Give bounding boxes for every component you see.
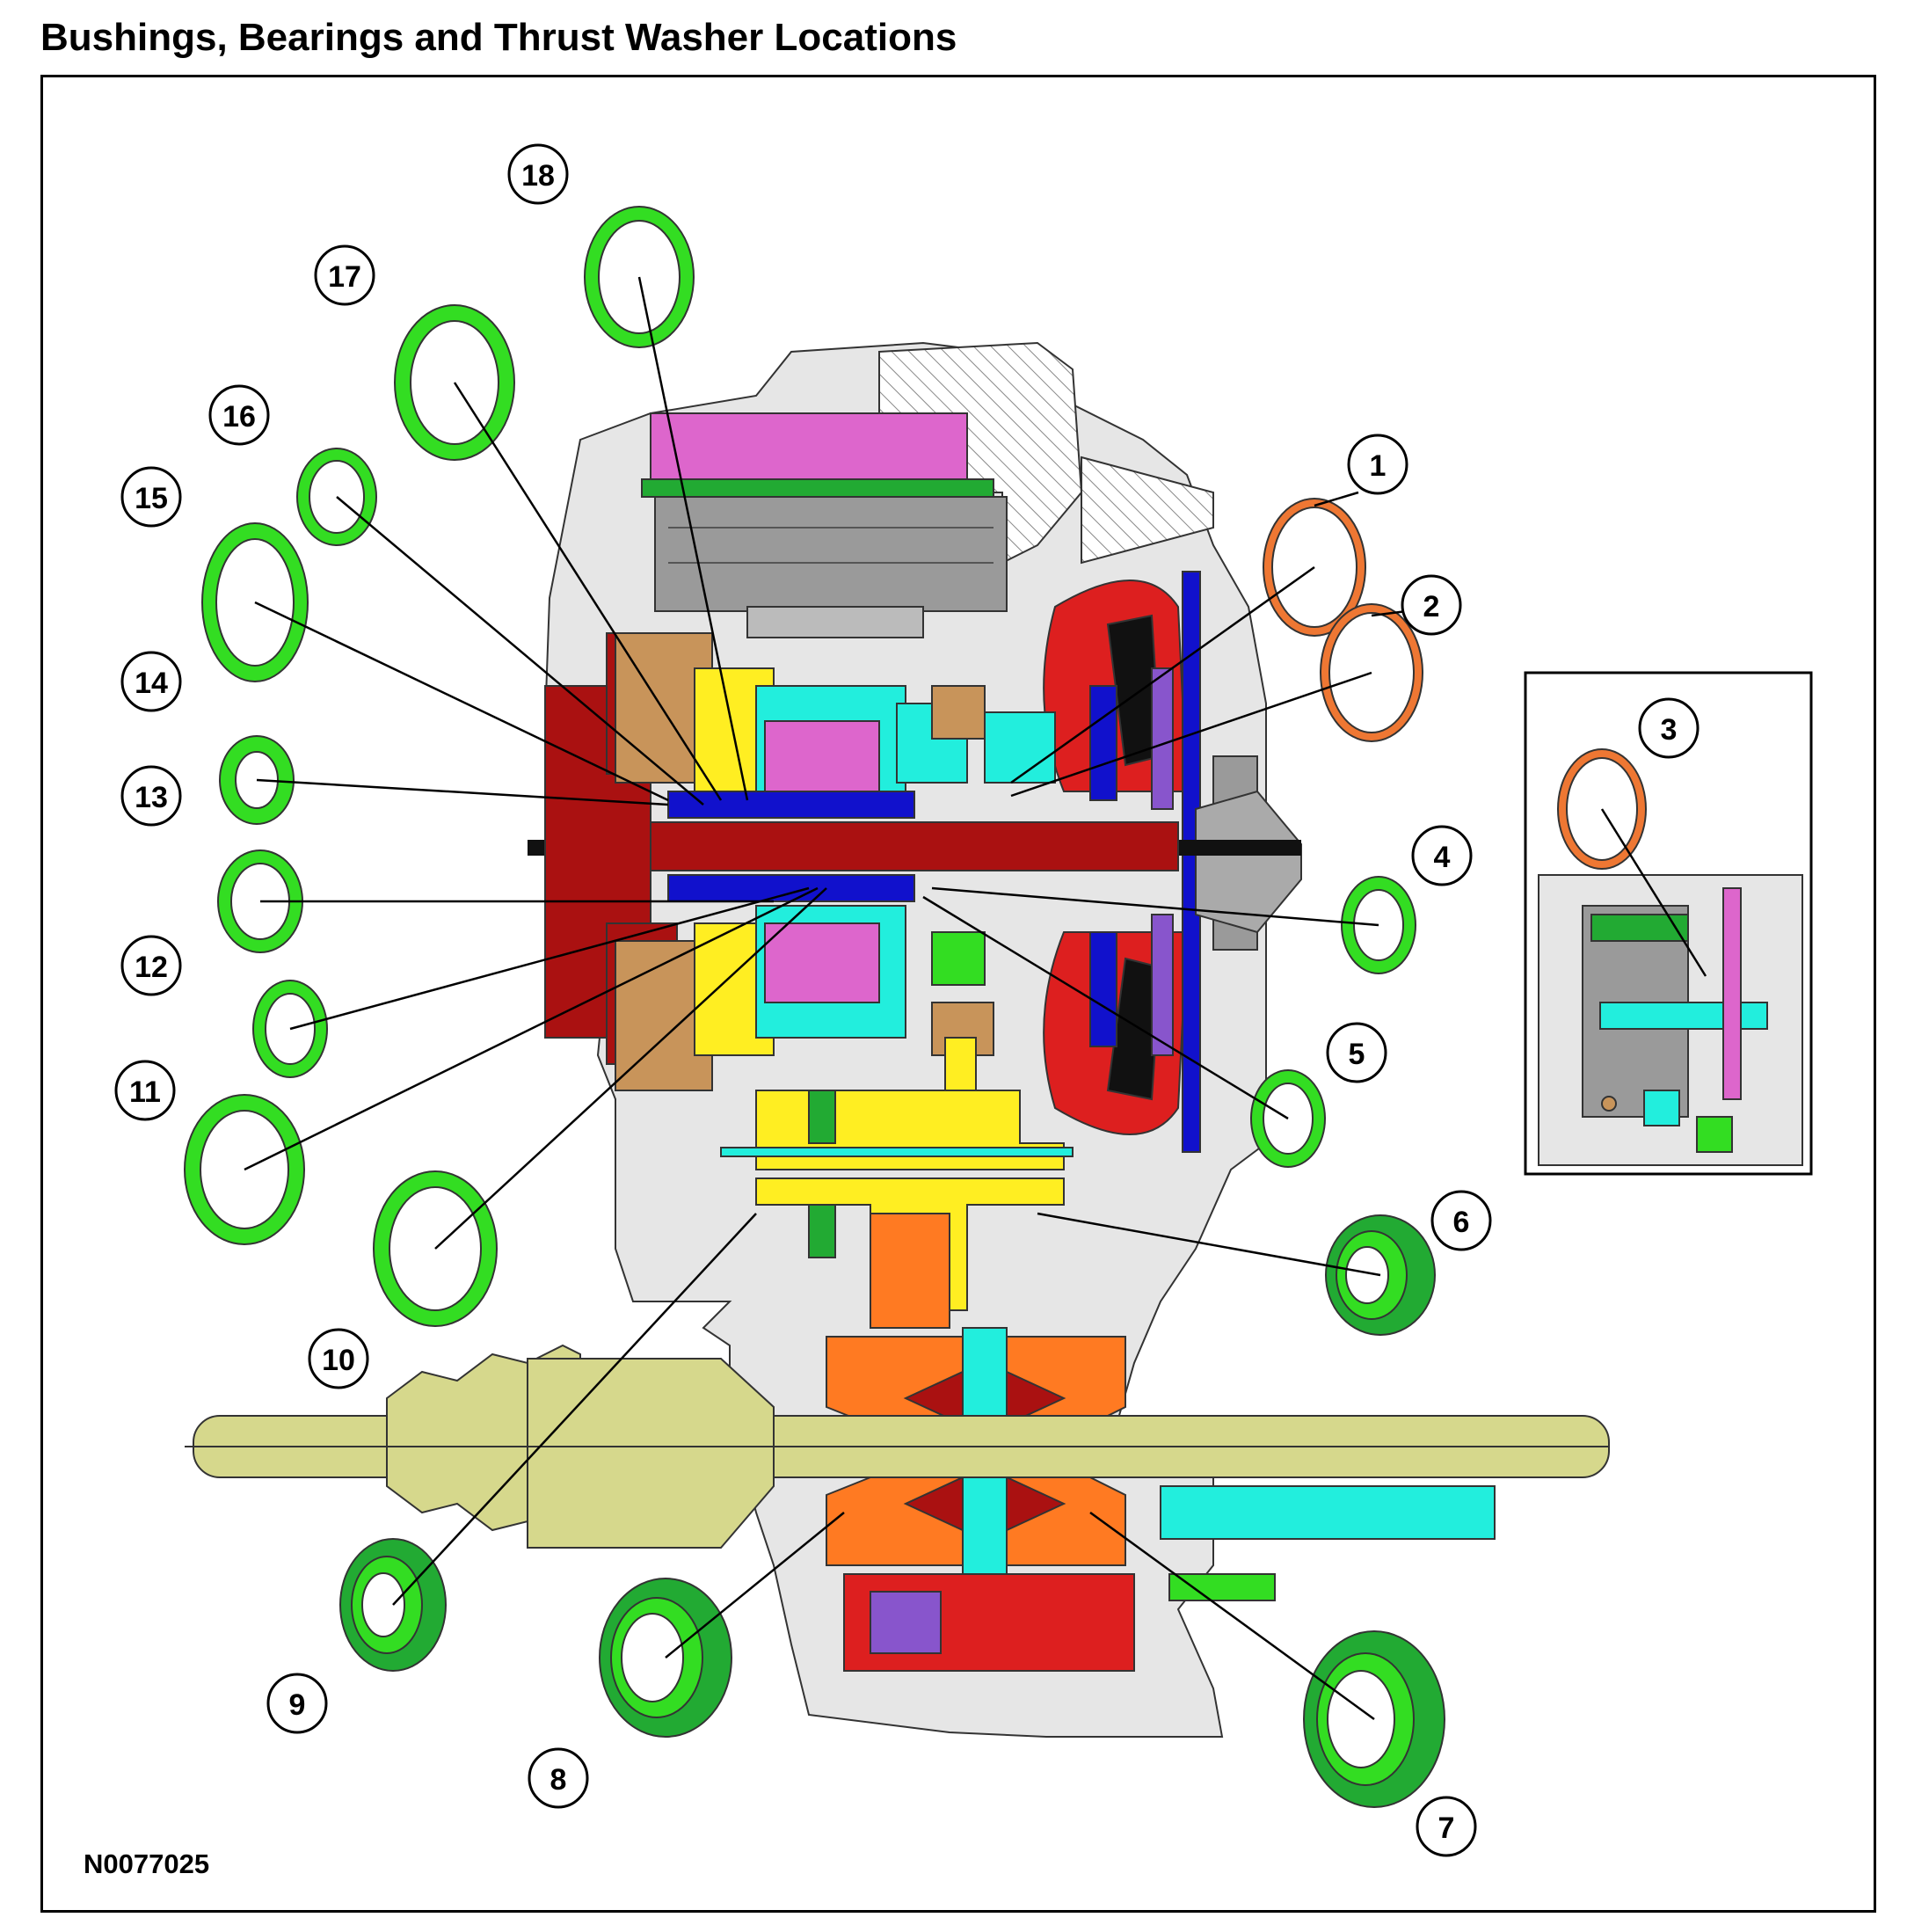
thrust-bearing-18 <box>584 206 695 348</box>
transfer-gear-assembly <box>720 1090 1074 1329</box>
svg-text:1: 1 <box>1370 449 1387 483</box>
callout-5: 5 <box>1326 1022 1387 1083</box>
half-shaft <box>185 1344 1610 1601</box>
figure-id: N0077025 <box>84 1848 210 1879</box>
callout-14: 14 <box>120 651 182 712</box>
callout-15: 15 <box>120 466 182 528</box>
svg-text:8: 8 <box>550 1763 567 1797</box>
svg-text:10: 10 <box>322 1344 355 1377</box>
torque-converter <box>1043 571 1302 1153</box>
callout-8: 8 <box>528 1747 589 1809</box>
callout-2: 2 <box>1401 574 1462 636</box>
roller-bearing-6 <box>1325 1214 1436 1336</box>
svg-text:2: 2 <box>1423 590 1440 623</box>
callout-1: 1 <box>1347 434 1408 495</box>
callout-7: 7 <box>1416 1796 1477 1857</box>
leader-lines <box>244 276 1707 1721</box>
callout-17: 17 <box>314 244 375 306</box>
svg-text:3: 3 <box>1661 713 1678 747</box>
valve-body <box>641 412 1008 638</box>
svg-text:15: 15 <box>135 482 168 515</box>
svg-text:18: 18 <box>521 159 555 193</box>
svg-text:16: 16 <box>222 400 256 434</box>
svg-text:11: 11 <box>129 1075 161 1109</box>
svg-text:7: 7 <box>1438 1812 1455 1845</box>
figure-frame <box>40 75 1876 1913</box>
svg-text:9: 9 <box>289 1688 306 1722</box>
differential-assembly <box>826 1327 1135 1672</box>
svg-text:17: 17 <box>328 260 361 294</box>
svg-text:14: 14 <box>135 667 168 700</box>
figure-title: Bushings, Bearings and Thrust Washer Loc… <box>40 16 957 59</box>
callout-9: 9 <box>266 1673 328 1734</box>
svg-text:12: 12 <box>135 951 168 984</box>
svg-text:6: 6 <box>1453 1206 1470 1239</box>
callout-4: 4 <box>1411 825 1473 886</box>
svg-text:5: 5 <box>1349 1038 1365 1071</box>
input-shaft-assembly <box>528 632 1301 1144</box>
callout-3: 3 <box>1638 697 1700 759</box>
callout-11: 11 <box>114 1060 176 1121</box>
svg-text:13: 13 <box>135 781 168 814</box>
callout-12: 12 <box>120 935 182 996</box>
callout-18: 18 <box>507 143 569 205</box>
callout-16: 16 <box>208 384 270 446</box>
callout-13: 13 <box>120 765 182 827</box>
svg-text:4: 4 <box>1434 841 1451 874</box>
callout-6: 6 <box>1430 1190 1492 1251</box>
callout-10: 10 <box>308 1328 369 1389</box>
